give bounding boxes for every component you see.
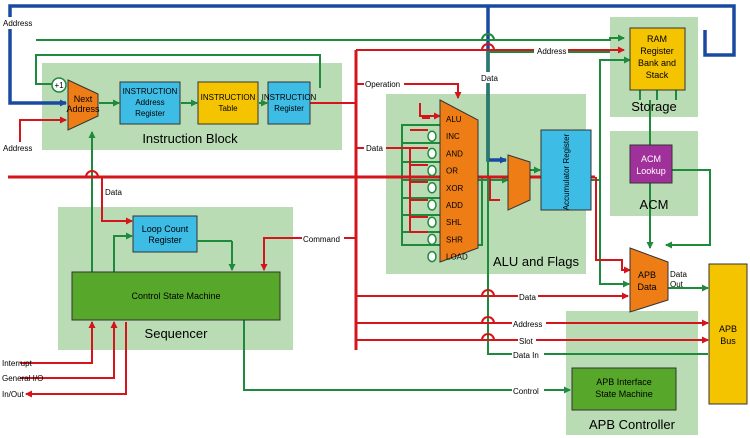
acm-title: ACM — [640, 197, 669, 212]
ram-label-2: Register — [640, 46, 674, 56]
signal-data-alu: Data — [366, 144, 383, 153]
acm-lookup-label-2: Lookup — [636, 166, 666, 176]
alu-op-xor: XOR — [446, 184, 464, 193]
red-wires — [8, 50, 595, 350]
signal-general-io: General I/O — [2, 374, 43, 383]
signal-address-top: Address — [3, 19, 32, 28]
plus-one-adder: +1 — [51, 77, 67, 93]
apb-controller-title: APB Controller — [589, 417, 676, 432]
alu-latch-add — [427, 199, 437, 211]
ram-label-3: Bank and — [638, 58, 676, 68]
signal-slot: Slot — [519, 337, 534, 346]
iar-label-1: INSTRUCTION — [123, 87, 178, 96]
alu-block — [439, 99, 479, 263]
signal-control: Control — [513, 387, 539, 396]
signal-in-out: In/Out — [2, 390, 25, 399]
signal-data-in: Data In — [513, 351, 539, 360]
alu-input-latches — [427, 130, 437, 263]
iar-label-3: Register — [135, 109, 165, 118]
alu-latch-load — [427, 250, 437, 263]
alu-latch-shl — [427, 216, 437, 228]
csm-label: Control State Machine — [131, 291, 220, 301]
next-address-block: Next Address — [66, 79, 100, 131]
ir-label-2: Register — [274, 104, 304, 113]
instruction-block-title: Instruction Block — [142, 131, 238, 146]
apb-ism-label-1: APB Interface — [596, 377, 652, 387]
it-label-2: Table — [218, 104, 238, 113]
signal-address-left: Address — [3, 144, 32, 153]
apb-data-label-2: Data — [637, 282, 656, 292]
alu-and-flags-title: ALU and Flags — [493, 254, 579, 269]
alu-mux — [507, 154, 531, 211]
ram-label-4: Stack — [646, 70, 669, 80]
instruction-address-register: INSTRUCTION Address Register — [119, 81, 181, 125]
signal-data-mid: Data — [519, 293, 536, 302]
apb-ism-label-2: State Machine — [595, 389, 653, 399]
ram-register-bank: RAM Register Bank and Stack — [629, 27, 686, 91]
instruction-table: INSTRUCTION Table — [197, 81, 259, 125]
alu-latch-or — [427, 164, 437, 177]
next-address-label-2: Address — [66, 104, 100, 114]
iar-label-2: Address — [135, 98, 164, 107]
sequencer-title: Sequencer — [145, 326, 209, 341]
plus-one-label: +1 — [54, 81, 64, 90]
alu-op-inc: INC — [446, 132, 460, 141]
accumulator-label: Accumulator Register — [562, 133, 571, 210]
alu-op-alu: ALU — [446, 115, 462, 124]
ram-label-1: RAM — [647, 34, 667, 44]
next-address-label-1: Next — [74, 94, 93, 104]
signal-interrupt: Interrupt — [2, 359, 33, 368]
alu-latch-xor — [427, 182, 437, 194]
lcr-label-1: Loop Count — [142, 224, 189, 234]
alu-op-add: ADD — [446, 201, 463, 210]
alu-latch-and — [427, 147, 437, 160]
instruction-register: INSTRUCTION Register — [262, 81, 317, 125]
accumulator-register: Accumulator Register — [540, 129, 592, 211]
loop-count-register: Loop Count Register — [132, 215, 198, 253]
signal-address-ram: Address — [537, 47, 566, 56]
signal-data-out-1: Data — [670, 270, 687, 279]
alu-op-shr: SHR — [446, 235, 463, 244]
alu-op-or: OR — [446, 167, 458, 176]
acm-lookup-label-1: ACM — [641, 154, 661, 164]
it-label-1: INSTRUCTION — [201, 93, 256, 102]
apb-data-label-1: APB — [638, 270, 656, 280]
signal-command: Command — [303, 235, 340, 244]
wire-crossovers — [85, 33, 495, 341]
alu-op-load: LOAD — [446, 253, 468, 262]
apb-bus-label-2: Bus — [720, 336, 736, 346]
lcr-label-2: Register — [148, 235, 182, 245]
control-state-machine: Control State Machine — [71, 271, 281, 321]
signal-data-seq: Data — [105, 188, 122, 197]
apb-data-mux: APB Data — [629, 247, 669, 313]
alu-op-and: AND — [446, 149, 463, 158]
apb-bus-label-1: APB — [719, 324, 737, 334]
green-wires — [20, 23, 711, 394]
signal-labels: Address Address Address Data Operation D… — [2, 17, 687, 399]
signal-data-top: Data — [481, 74, 498, 83]
signal-operation: Operation — [365, 80, 400, 89]
ir-label-1: INSTRUCTION — [262, 93, 317, 102]
storage-title: Storage — [631, 99, 677, 114]
signal-address-bus: Address — [513, 320, 542, 329]
apb-bus: APB Bus — [708, 263, 748, 405]
alu-op-list: ALU INC AND OR XOR ADD SHL SHR LOAD — [446, 115, 468, 262]
alu-latch-inc — [427, 130, 437, 142]
acm-lookup: ACM Lookup — [629, 144, 673, 184]
red-signal-wires — [10, 46, 709, 398]
signal-data-out-2: Out — [670, 280, 684, 289]
apb-interface-state-machine: APB Interface State Machine — [571, 367, 677, 411]
alu-op-shl: SHL — [446, 218, 462, 227]
alu-latch-shr — [427, 233, 437, 246]
